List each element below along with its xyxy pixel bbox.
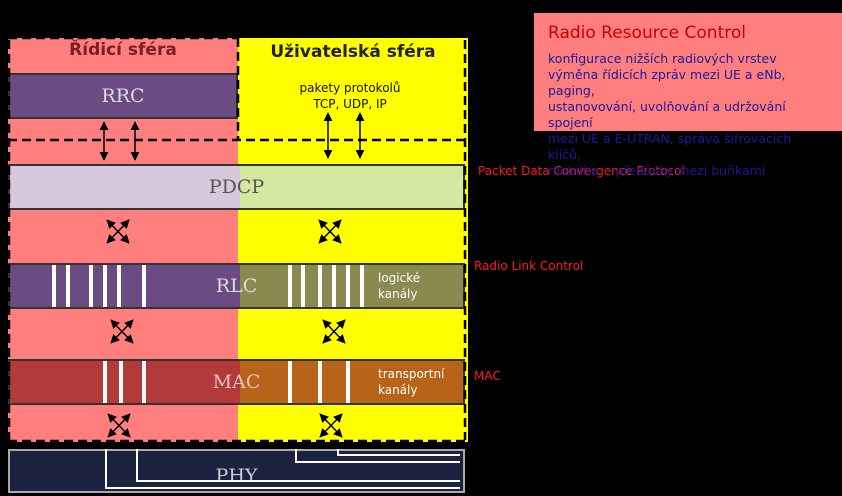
mac-channel-bar bbox=[346, 361, 350, 403]
rlc-channel-bar bbox=[301, 265, 305, 307]
logical-channels-label: logické kanály bbox=[378, 271, 421, 301]
rrc-label: RRC bbox=[101, 85, 145, 107]
cross-arrows bbox=[106, 219, 346, 438]
mac-layer: MAC bbox=[8, 359, 465, 405]
mac-channel-bar bbox=[318, 361, 322, 403]
mac-channel-bar bbox=[119, 361, 123, 403]
info-body: konfigurace nižších radiových vrstev vým… bbox=[548, 51, 792, 178]
rlc-channel-bar bbox=[346, 265, 350, 307]
phy-layer: PHY bbox=[8, 449, 465, 493]
rlc-channel-bar bbox=[142, 265, 146, 307]
pdcp-side-label: Packet Data Convergence Protocol bbox=[478, 164, 685, 178]
rlc-label: RLC bbox=[215, 275, 258, 297]
mac-label: MAC bbox=[212, 371, 261, 393]
rlc-channel-bar bbox=[117, 265, 121, 307]
control-plane-header: Řídicí sféra bbox=[69, 40, 177, 60]
info-title: Radio Resource Control bbox=[548, 23, 746, 43]
mac-channel-bar bbox=[142, 361, 146, 403]
rlc-channel-bar bbox=[360, 265, 364, 307]
rrc-layer: RRC bbox=[8, 73, 238, 119]
rlc-channel-bar bbox=[318, 265, 322, 307]
rlc-channel-bar bbox=[332, 265, 336, 307]
rlc-channel-bar bbox=[89, 265, 93, 307]
vertical-arrows bbox=[99, 112, 365, 161]
rlc-channel-bar bbox=[66, 265, 70, 307]
rlc-channel-bar bbox=[52, 265, 56, 307]
mac-channel-bar bbox=[103, 361, 107, 403]
pdcp-label: PDCP bbox=[208, 176, 265, 198]
dashed-boundaries bbox=[7, 36, 467, 443]
phy-channel-lines bbox=[105, 449, 460, 489]
rlc-channel-bar bbox=[103, 265, 107, 307]
rlc-channel-bar bbox=[288, 265, 292, 307]
user-packets-label: pakety protokolů TCP, UDP, IP bbox=[299, 81, 401, 111]
rrc-info-box: Radio Resource Control konfigurace nižší… bbox=[534, 13, 842, 178]
mac-channel-bar bbox=[288, 361, 292, 403]
rlc-layer: RLC bbox=[8, 263, 465, 309]
rlc-side-label: Radio Link Control bbox=[474, 259, 584, 273]
transport-channels-label: transportní kanály bbox=[378, 367, 445, 397]
user-plane-header: Uživatelská sféra bbox=[270, 42, 436, 62]
mac-side-label: MAC bbox=[474, 369, 501, 383]
